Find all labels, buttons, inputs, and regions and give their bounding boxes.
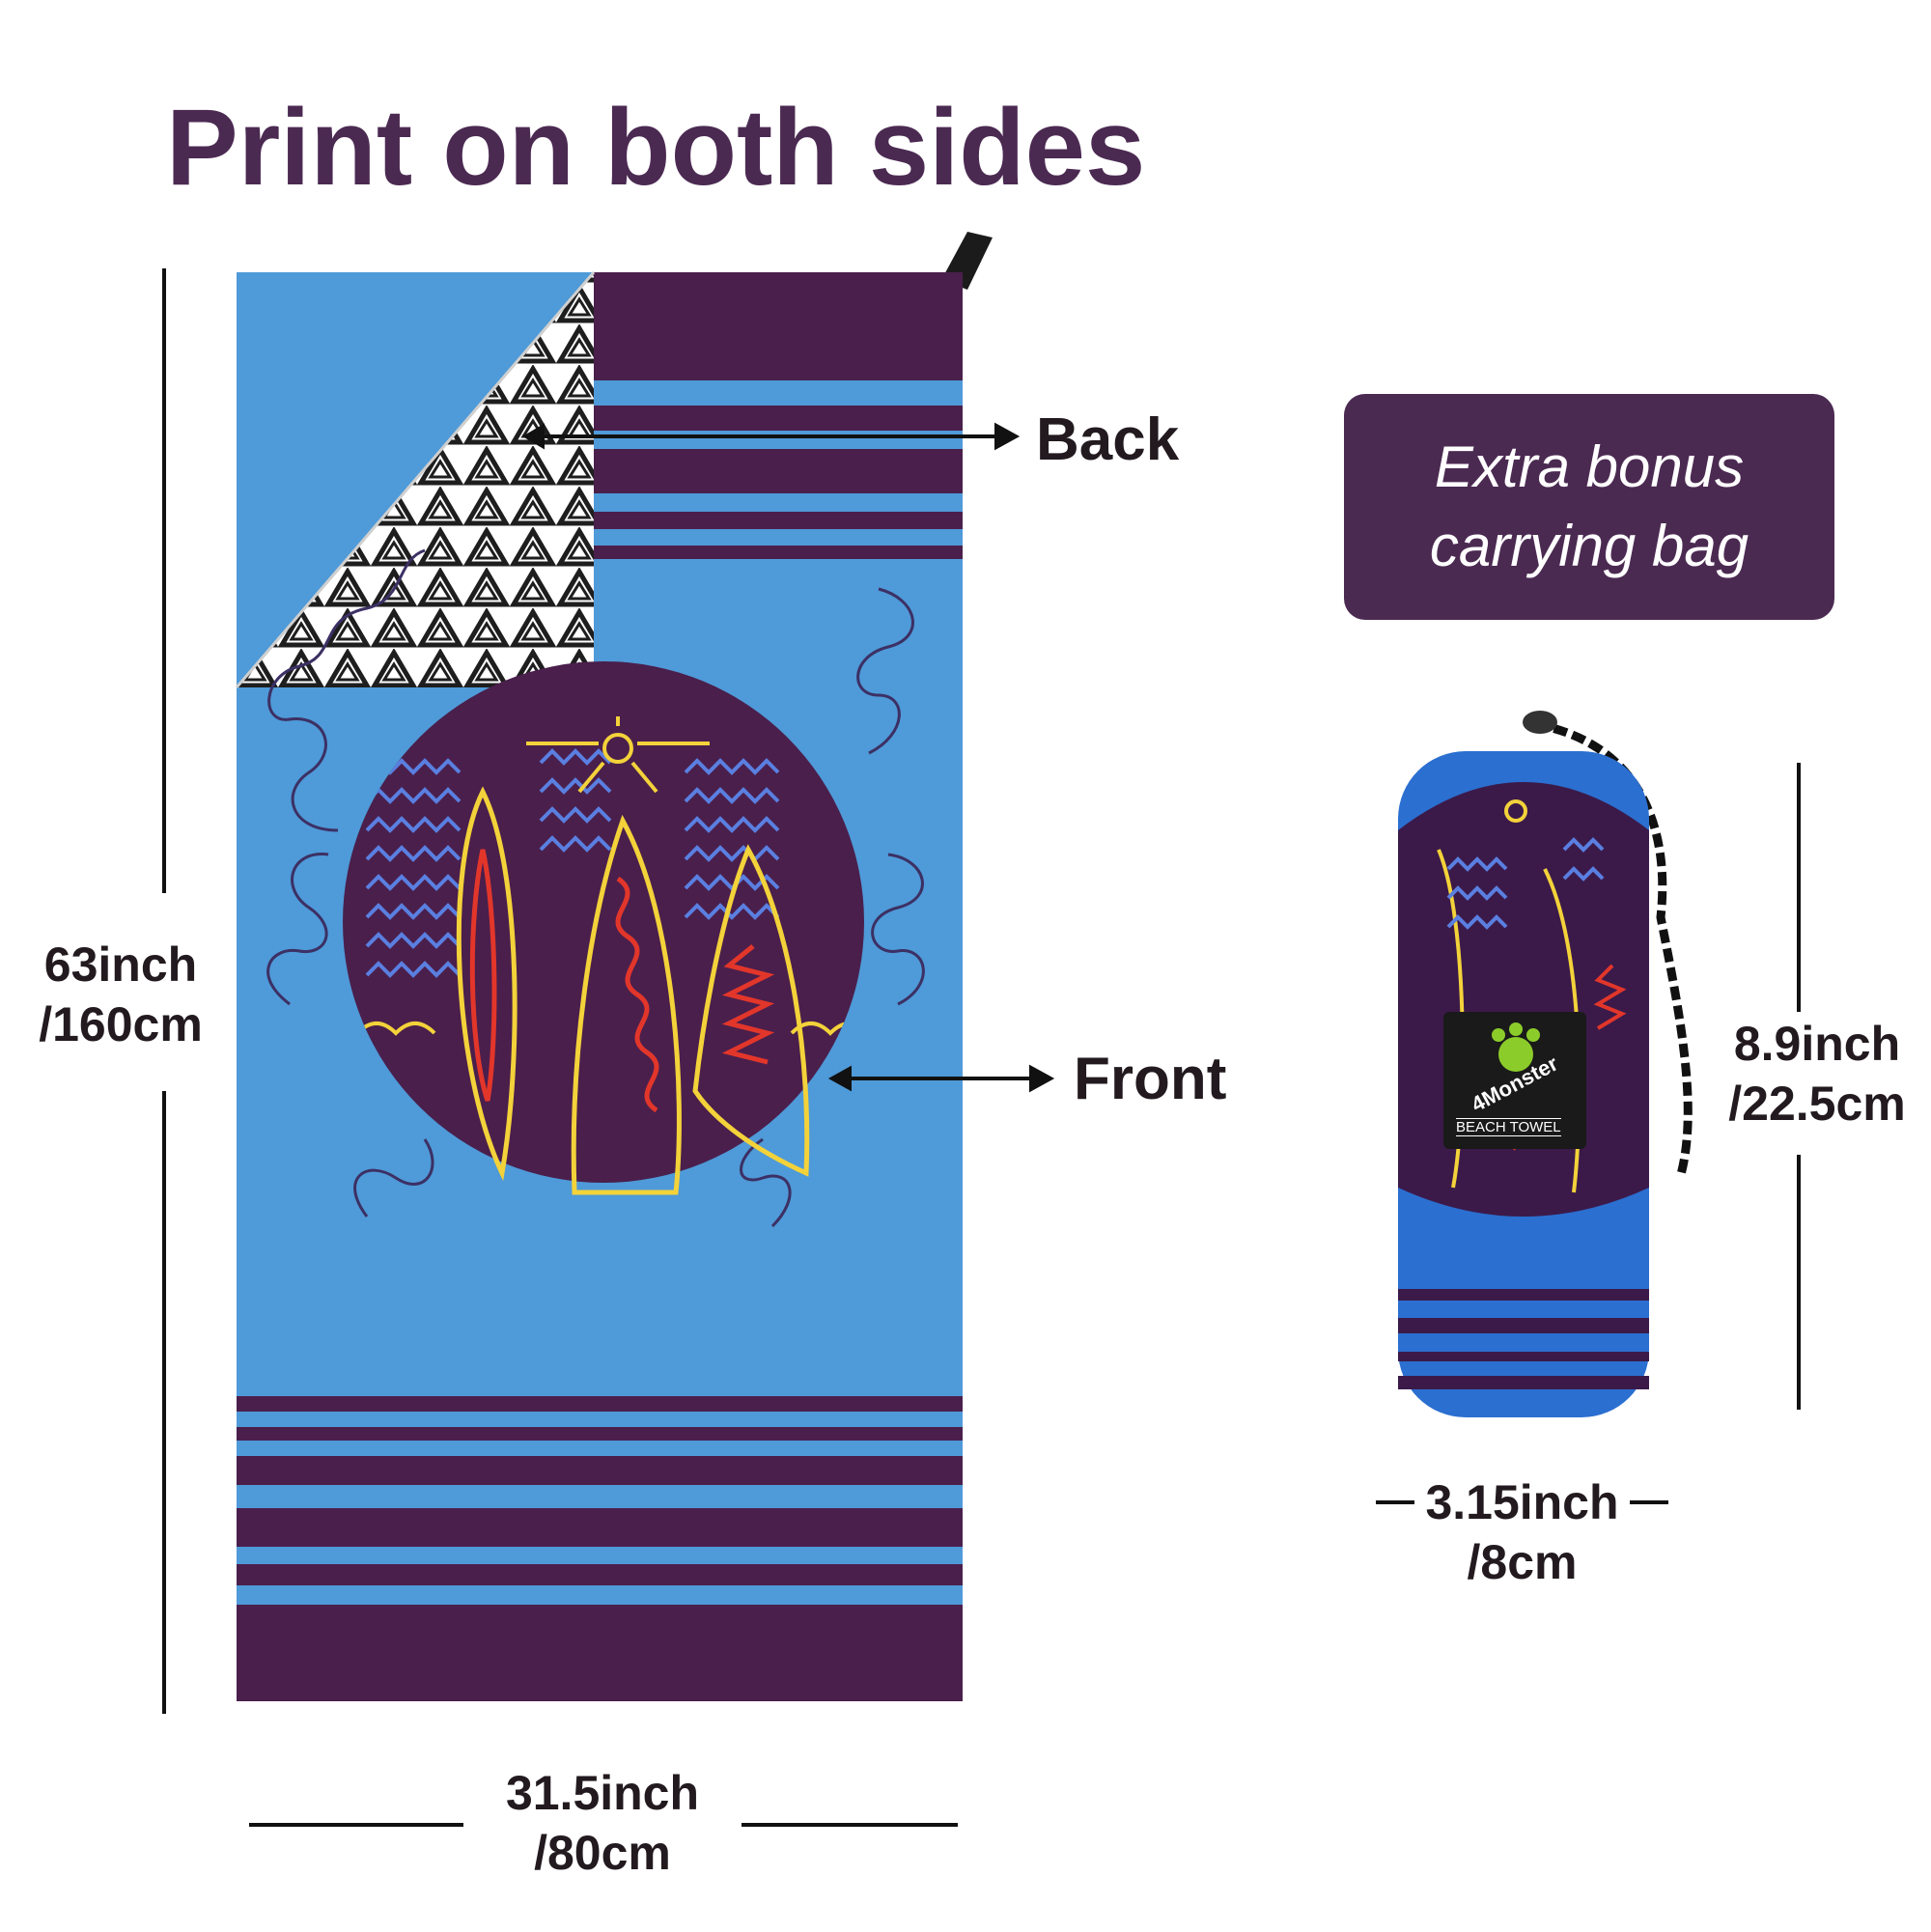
bonus-badge: Extra bonus carrying bag bbox=[1344, 394, 1834, 620]
back-label: Back bbox=[1036, 406, 1180, 473]
towel-back-fold bbox=[235, 271, 596, 688]
monster-logo-icon bbox=[1498, 1037, 1533, 1072]
towel-height-label: 63inch /160cm bbox=[19, 935, 222, 1054]
towel-width-cm: /80cm bbox=[534, 1826, 671, 1880]
bag-height-inch: 8.9inch bbox=[1733, 1017, 1901, 1071]
bag-height-cm: /22.5cm bbox=[1728, 1077, 1906, 1131]
towel-height-inch: 63inch bbox=[43, 938, 198, 992]
towel-width-inch: 31.5inch bbox=[505, 1766, 700, 1820]
carrying-bag bbox=[1398, 711, 1693, 1417]
towel-height-cm: /160cm bbox=[39, 997, 203, 1051]
label-pointers bbox=[522, 422, 1055, 1093]
towel-dimension-lines bbox=[162, 268, 958, 1827]
bag-dimension-lines bbox=[1376, 763, 1801, 1504]
towel-width-label: 31.5inch /80cm bbox=[463, 1763, 742, 1883]
front-label: Front bbox=[1074, 1046, 1227, 1112]
bonus-line-1: Extra bonus bbox=[1434, 434, 1745, 499]
bag-tag-product: BEACH TOWEL bbox=[1456, 1118, 1561, 1136]
bag-height-label: 8.9inch /22.5cm bbox=[1711, 1014, 1923, 1134]
page-title: Print on both sides bbox=[166, 87, 1146, 208]
bag-width-label: 3.15inch /8cm bbox=[1414, 1472, 1630, 1592]
towel-wave-rays bbox=[266, 548, 925, 1228]
bag-width-cm: /8cm bbox=[1467, 1535, 1578, 1589]
bonus-line-2: carrying bag bbox=[1429, 514, 1749, 578]
towel-medallion bbox=[343, 661, 864, 1195]
bag-width-inch: 3.15inch bbox=[1425, 1475, 1619, 1529]
